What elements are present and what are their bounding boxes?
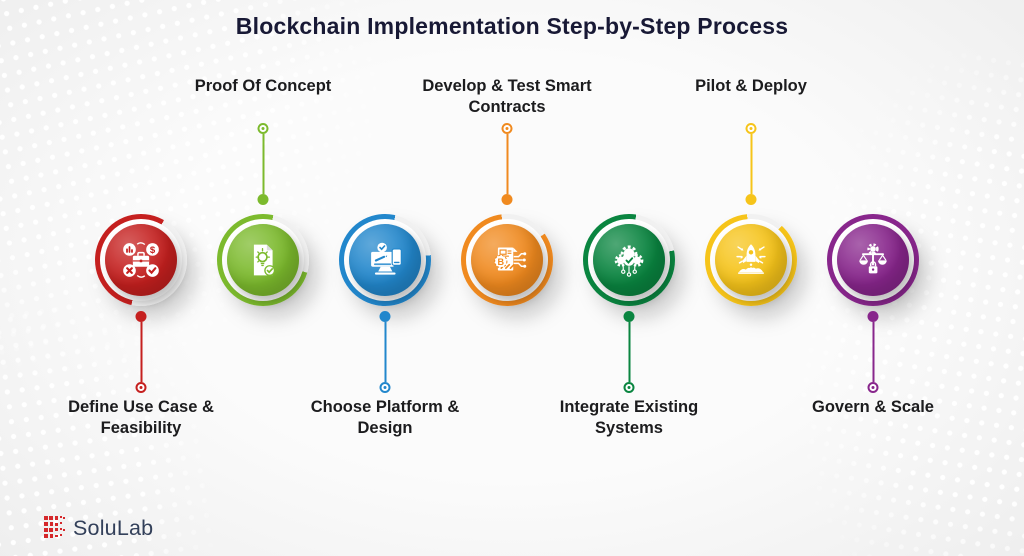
smart-contracts-icon: B	[494, 247, 527, 271]
step-integrate-systems: Integrate Existing Systems	[529, 70, 729, 470]
integrate-systems-icon	[614, 245, 644, 277]
connector-line	[501, 123, 513, 205]
step-define-use-case: $ Define Use Case & Feasibility	[41, 70, 241, 470]
solulab-logo-text: SoluLab	[73, 515, 154, 540]
connector-line	[745, 123, 757, 205]
connector-end-dot	[135, 382, 147, 393]
connector-end-dot	[501, 123, 513, 134]
step-circle	[705, 214, 797, 306]
platform-design-icon	[371, 242, 402, 275]
step-label: Pilot & Deploy	[695, 77, 807, 95]
step-label: Define Use Case & Feasibility	[68, 398, 214, 437]
step-label: Govern & Scale	[812, 398, 934, 416]
step-circle	[583, 214, 675, 306]
step-circle	[217, 214, 309, 306]
connector-line	[135, 311, 147, 393]
pilot-deploy-icon	[736, 244, 766, 274]
svg-text:B: B	[497, 257, 504, 267]
step-choose-platform: Choose Platform & Design	[285, 70, 485, 470]
connector-dot	[623, 311, 635, 322]
connector-end-dot	[379, 382, 391, 393]
solulab-logo: SoluLab	[44, 515, 153, 541]
step-label: Choose Platform & Design	[310, 398, 460, 437]
step-circle: $	[95, 214, 187, 306]
solulab-logo-icon	[44, 516, 65, 538]
use-case-icon: $	[123, 242, 159, 278]
step-circle	[827, 214, 919, 306]
step-circle	[339, 214, 431, 306]
connector-line	[623, 311, 635, 393]
connector-dot	[257, 194, 269, 205]
svg-text:$: $	[150, 245, 156, 256]
step-smart-contracts: Develop & Test Smart Contracts	[407, 70, 607, 470]
connector-end-dot	[257, 123, 269, 134]
step-label: Integrate Existing Systems	[559, 398, 699, 437]
connector-end-dot	[623, 382, 635, 393]
step-pilot-deploy: Pilot & Deploy	[651, 70, 851, 470]
connector-dot	[135, 311, 147, 322]
connector-end-dot	[745, 123, 757, 134]
step-circle: B	[461, 214, 553, 306]
step-govern-scale: Govern & Scale	[773, 70, 973, 470]
step-label: Proof Of Concept	[194, 77, 332, 95]
connector-dot	[379, 311, 391, 322]
proof-of-concept-icon	[253, 244, 276, 277]
step-proof-of-concept: Proof Of Concept	[163, 70, 363, 470]
connector-dot	[867, 311, 879, 322]
connector-line	[257, 123, 269, 205]
connector-end-dot	[867, 382, 879, 393]
page-title: Blockchain Implementation Step-by-Step P…	[235, 13, 789, 39]
step-label: Develop & Test Smart Contracts	[422, 77, 592, 116]
connector-line	[867, 311, 879, 393]
govern-scale-icon	[859, 243, 887, 274]
connector-dot	[745, 194, 757, 205]
connector-line	[379, 311, 391, 393]
connector-dot	[501, 194, 513, 205]
